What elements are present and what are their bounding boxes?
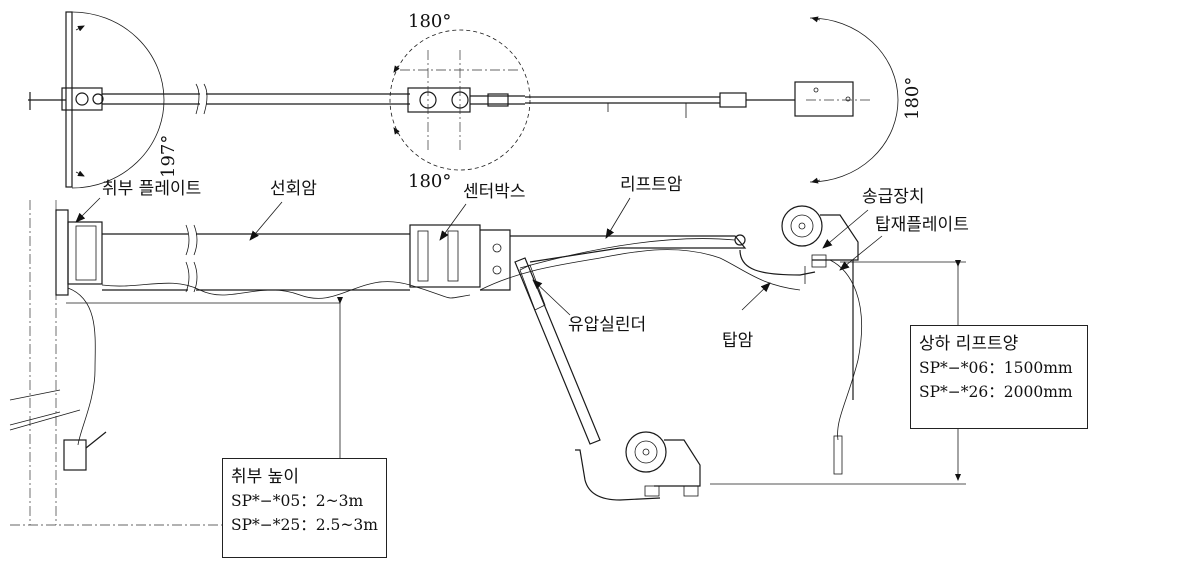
height-spec-row-2: SP*−*25：2.5~3m [231, 516, 378, 534]
side-view [9, 200, 966, 526]
wire-feeder-upper [781, 205, 823, 247]
hydraulic-cylinder [514, 257, 601, 445]
label-center-box: 센터박스 [463, 182, 526, 202]
label-lift-arm: 리프트암 [620, 175, 683, 195]
label-hydraulic-cylinder: 유압실린더 [568, 315, 646, 335]
top-mount-plate [65, 11, 73, 188]
label-top-arm: 탑암 [722, 331, 754, 351]
lift-spec-row-2: SP*−*26：2000mm [919, 383, 1073, 401]
angle-top-center: 180° [408, 11, 451, 32]
lift-spec-title: 상하 리프트양 [919, 334, 1019, 354]
top-feeder-plate [794, 81, 854, 117]
label-mount-plate-2: 탑재플레이트 [875, 215, 969, 235]
angle-left: 197° [158, 135, 179, 178]
arc-180-center [389, 29, 531, 171]
label-wire-feeder: 송급장치 [862, 187, 925, 207]
arc-197 [71, 11, 165, 189]
top-view [28, 11, 899, 189]
wire-feeder-lower [625, 431, 667, 473]
angle-right: 180° [902, 77, 923, 120]
lift-spec-box: 상하 리프트양 SP*−*06：1500mm SP*−*26：2000mm [910, 325, 1088, 429]
arc-180-right [809, 17, 899, 183]
top-arm-lower [575, 449, 661, 501]
label-swing-arm: 선회암 [270, 179, 317, 199]
center-box [409, 224, 481, 288]
lift-arm [510, 235, 747, 263]
mount-plate [55, 209, 69, 296]
height-spec-title: 취부 높이 [231, 467, 299, 487]
top-arm-upper [739, 249, 816, 276]
height-spec-box: 취부 높이 SP*−*05：2~3m SP*−*25：2.5~3m [222, 458, 387, 558]
height-spec-row-1: SP*−*05：2~3m [231, 492, 364, 510]
angle-bottom-center: 180° [408, 171, 451, 192]
label-mount-plate: 취부 플레이트 [102, 179, 201, 199]
lift-spec-row-1: SP*−*06：1500mm [919, 359, 1073, 377]
